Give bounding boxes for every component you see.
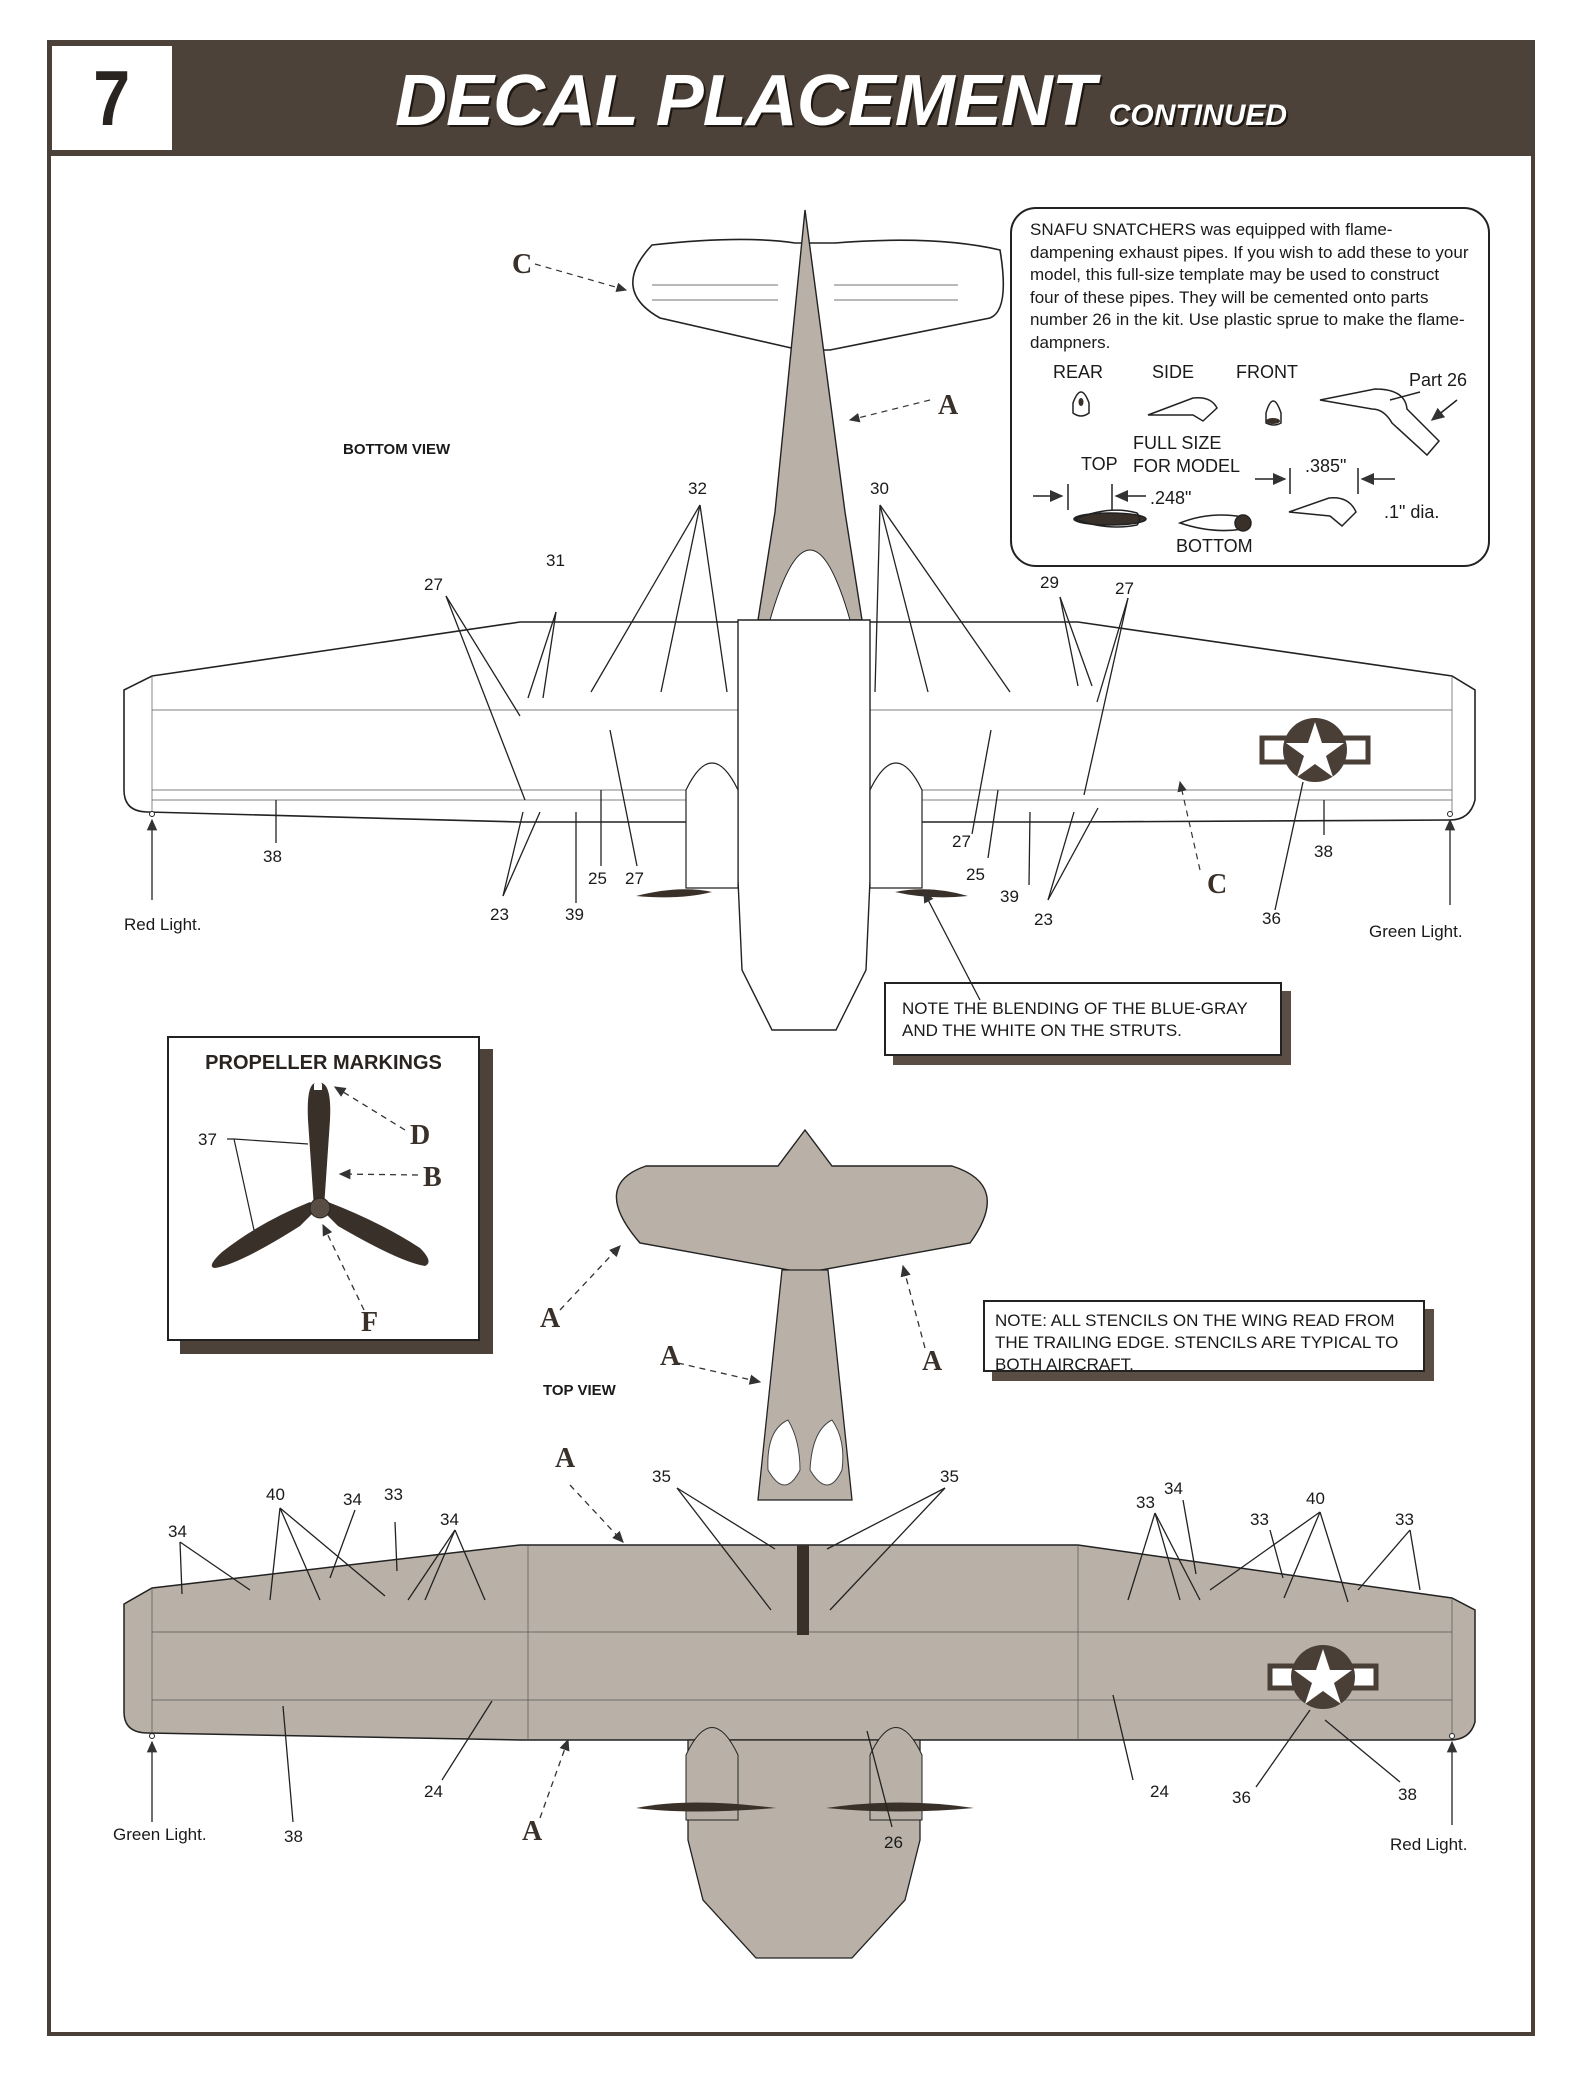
callout-26: 26 [884,1833,903,1852]
green-light-label: Green Light. [1369,922,1463,941]
callout-36: 36 [1262,909,1281,928]
stencils-note: NOTE: ALL STENCILS ON THE WING READ FROM… [983,1300,1425,1374]
label-bottom: BOTTOM [1176,536,1253,556]
top-view-label: TOP VIEW [543,1382,616,1399]
top-insignia-36 [1267,1645,1379,1709]
callout-37: 37 [198,1130,217,1149]
callout-33: 33 [1136,1493,1155,1512]
callout-24: 24 [424,1782,443,1801]
callout-38: 38 [263,847,282,866]
letter-f: F [361,1307,378,1338]
dim-width: .385" [1305,456,1347,476]
step-header [47,40,1535,156]
letter-b: B [423,1162,442,1193]
page-frame [47,40,1535,2036]
top-view-aircraft [123,1128,1476,1959]
bottom-view-label: BOTTOM VIEW [343,441,451,458]
callout-34: 34 [1164,1479,1183,1498]
callout-35: 35 [940,1467,959,1486]
top-tailplane [615,1128,988,1273]
letter-a-tail-left: A [540,1303,561,1334]
exhaust-template-figures [1033,388,1458,532]
bottom-view-leaders [146,504,1456,1001]
label-top: TOP [1081,454,1118,474]
stencils-note-text: NOTE: ALL STENCILS ON THE WING READ FROM… [995,1311,1399,1374]
propeller-blade-right [320,1202,429,1266]
callout-33: 33 [1250,1510,1269,1529]
dim-diameter: .1" dia. [1384,502,1440,522]
propeller-figure [211,1081,429,1268]
propeller-blade-left [211,1202,318,1268]
label-for-model: FOR MODEL [1133,456,1241,476]
callout-27: 27 [424,575,443,594]
letter-a-fuselage: A [938,390,959,421]
top-view-leaders [146,1487,1458,1828]
propeller-hub [309,1197,331,1219]
callout-40: 40 [266,1485,285,1504]
letter-a-tail-right: A [922,1346,943,1377]
callout-30: 30 [870,479,889,498]
bottom-view-aircraft [123,209,1476,1031]
bottom-tailplane [632,238,1005,351]
callout-33: 33 [384,1485,403,1504]
callout-34: 34 [168,1522,187,1541]
callout-23: 23 [490,905,509,924]
title-continued: CONTINUED [1108,99,1288,132]
callout-35: 35 [652,1467,671,1486]
letter-d: D [410,1120,430,1151]
label-rear: REAR [1053,362,1104,382]
struts-note: NOTE THE BLENDING OF THE BLUE-GRAY AND T… [884,982,1282,1056]
label-part-26: Part 26 [1409,370,1468,390]
step-number: 7 [93,53,131,142]
callout-31: 31 [546,551,565,570]
callout-23: 23 [1034,910,1053,929]
callout-34: 34 [343,1490,362,1509]
bottom-fuselage-body [737,619,871,1031]
callout-32: 32 [688,479,707,498]
title-main: DECAL PLACEMENT [395,61,1096,141]
callout-40: 40 [1306,1489,1325,1508]
step-number-box: 7 [52,46,172,150]
callout-27: 27 [625,869,644,888]
letter-c-wing: C [1207,869,1227,900]
exhaust-note-text: SNAFU SNATCHERS was equipped with flame-… [1030,220,1469,352]
label-full-size: FULL SIZE [1133,433,1222,453]
red-light-label: Red Light. [124,915,202,934]
propeller-leaders [227,1138,309,1231]
propeller-blade-top [307,1082,331,1208]
letter-a-fuselage: A [660,1341,681,1372]
callout-29: 29 [1040,573,1059,592]
propeller-markings-title: PROPELLER MARKINGS [205,1052,442,1074]
top-wing [123,1544,1476,1741]
label-front: FRONT [1236,362,1298,382]
struts-note-text: NOTE THE BLENDING OF THE BLUE-GRAY AND T… [902,999,1248,1040]
callout-27: 27 [1115,579,1134,598]
callout-27: 27 [952,832,971,851]
callout-36: 36 [1232,1788,1251,1807]
letter-a-wing-bottom: A [522,1816,543,1847]
callout-25: 25 [966,865,985,884]
dim-length: .248" [1150,488,1192,508]
red-light-label: Red Light. [1390,1835,1468,1854]
letter-c-tail: C [512,249,532,280]
letter-a-wing-top: A [555,1443,576,1474]
bottom-insignia-36 [1259,718,1371,782]
callout-34: 34 [440,1510,459,1529]
callout-38: 38 [1314,842,1333,861]
page-title: DECAL PLACEMENT CONTINUED [395,60,1287,142]
callout-39: 39 [1000,887,1019,906]
green-light-label: Green Light. [113,1825,207,1844]
callout-25: 25 [588,869,607,888]
callout-24: 24 [1150,1782,1169,1801]
label-side: SIDE [1152,362,1195,382]
callout-38: 38 [1398,1785,1417,1804]
callout-33: 33 [1395,1510,1414,1529]
callout-39: 39 [565,905,584,924]
callout-38: 38 [284,1827,303,1846]
exhaust-template-note: SNAFU SNATCHERS was equipped with flame-… [1010,207,1490,567]
